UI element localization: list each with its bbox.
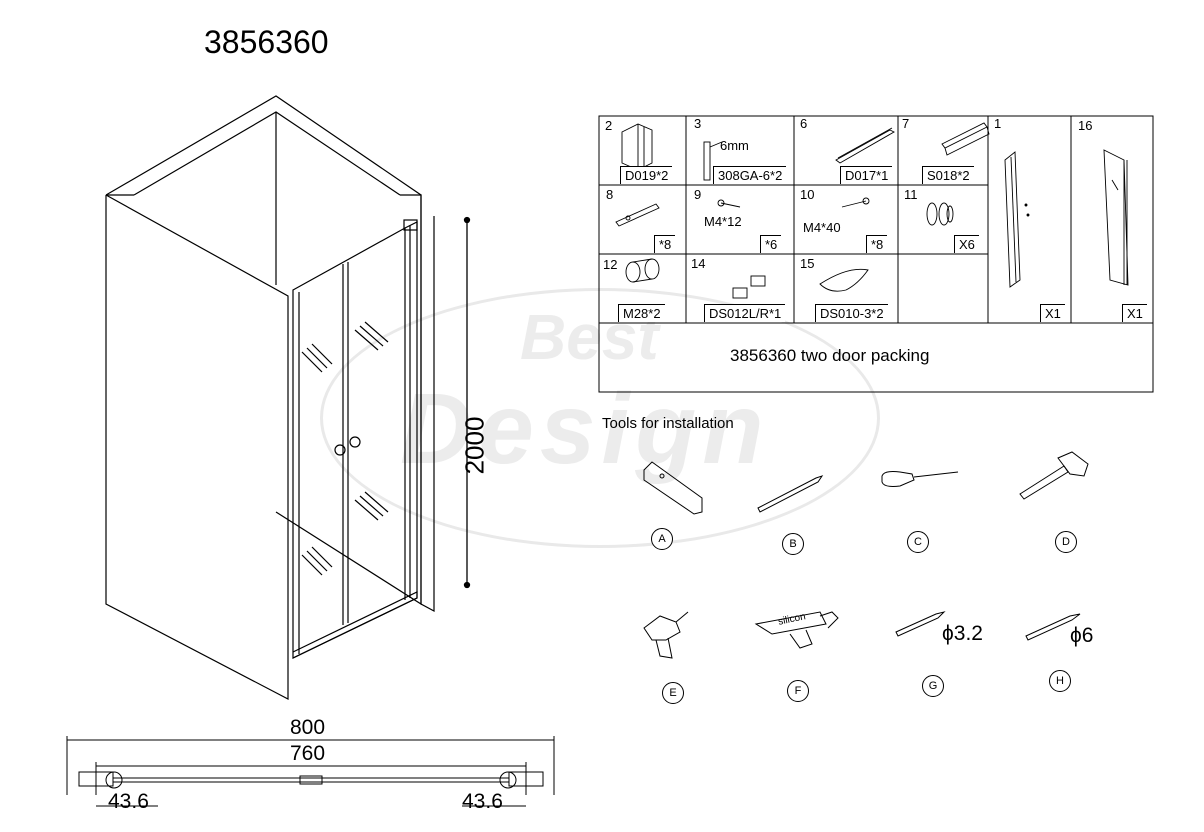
part-number: 6 xyxy=(800,116,808,131)
part-label: *6 xyxy=(760,235,782,253)
part-label: X1 xyxy=(1040,304,1065,322)
part-number: 11 xyxy=(904,187,918,202)
spirit-level-icon xyxy=(643,461,703,515)
part-number: 8 xyxy=(606,187,614,202)
packing-label: 3856360 two door packing xyxy=(730,346,930,365)
tool-letter-a: A xyxy=(651,528,673,550)
tools-title: Tools for installation xyxy=(602,415,734,432)
part-label: 308GA-6*2 xyxy=(713,166,787,184)
part-note: 6mm xyxy=(720,138,749,153)
part-label: D017*1 xyxy=(840,166,893,184)
part-note: M4*40 xyxy=(803,220,841,235)
drill-bit-g-size: ϕ3.2 xyxy=(942,622,983,645)
part-number: 3 xyxy=(694,116,702,131)
part-label: X1 xyxy=(1122,304,1147,322)
right-offset-dimension: 43.6 xyxy=(462,790,503,813)
part-number: 2 xyxy=(605,118,613,133)
part-label: M28*2 xyxy=(618,304,665,322)
part-number: 1 xyxy=(994,116,1002,131)
tool-letter-f: F xyxy=(787,680,809,702)
pencil-icon xyxy=(757,475,824,513)
part-label: X6 xyxy=(954,235,979,253)
part-number: 16 xyxy=(1078,118,1093,133)
part-note: M4*12 xyxy=(704,214,742,229)
screwdriver-icon xyxy=(881,471,915,487)
part-number: 7 xyxy=(902,116,910,131)
left-offset-dimension: 43.6 xyxy=(108,790,149,813)
height-dimension-line xyxy=(463,216,471,589)
drill-icon xyxy=(643,615,681,641)
part-number: 12 xyxy=(603,257,618,272)
part-number: 15 xyxy=(800,256,815,271)
product-code-title: 3856360 xyxy=(204,24,329,60)
drill-bit-h-size: ϕ6 xyxy=(1070,624,1094,647)
hammer-icon xyxy=(1019,465,1069,500)
width-inner-dimension: 760 xyxy=(290,742,326,765)
tool-letter-e: E xyxy=(662,682,684,704)
parts-table-grid xyxy=(598,115,1154,393)
height-dimension: 2000 xyxy=(459,416,490,475)
shower-enclosure-drawing xyxy=(105,95,435,700)
part-number: 14 xyxy=(691,256,706,271)
part-label: DS010-3*2 xyxy=(815,304,888,322)
silicone-gun-icon xyxy=(754,611,827,635)
part-label: DS012L/R*1 xyxy=(704,304,786,322)
width-outer-dimension: 800 xyxy=(290,716,326,739)
part-label: D019*2 xyxy=(620,166,673,184)
tool-letter-c: C xyxy=(907,531,929,553)
plan-view-drawing xyxy=(66,736,555,807)
part-label: *8 xyxy=(866,235,888,253)
tool-sketches xyxy=(643,451,1089,659)
drill-bit-h-icon xyxy=(1025,613,1081,641)
part-sketches xyxy=(615,122,1129,299)
part-label: *8 xyxy=(654,235,676,253)
tool-letter-g: G xyxy=(922,675,944,697)
drill-bit-g-icon xyxy=(895,611,946,637)
part-number: 10 xyxy=(800,187,815,202)
watermark-ellipse xyxy=(320,288,880,548)
tool-letter-b: B xyxy=(782,533,804,555)
part-number: 9 xyxy=(694,187,702,202)
part-label: S018*2 xyxy=(922,166,974,184)
tool-letter-h: H xyxy=(1049,670,1071,692)
tool-letter-d: D xyxy=(1055,531,1077,553)
